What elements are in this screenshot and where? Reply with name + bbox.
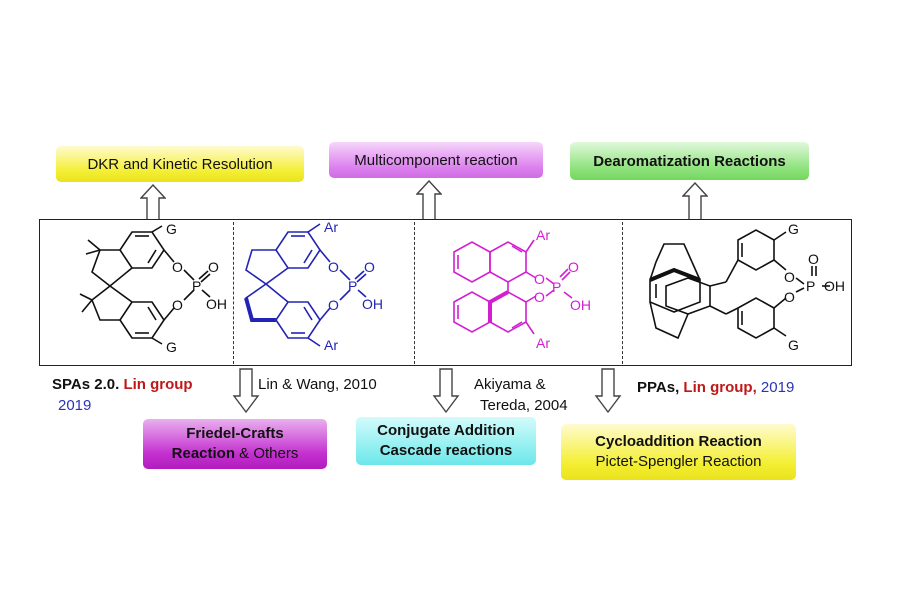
hydroxyl-label: OH (206, 296, 227, 312)
down-arrow-icon (232, 368, 260, 414)
oxygen-label: O (172, 297, 183, 313)
oxygen-label: O (784, 269, 795, 285)
dashed-divider (622, 222, 623, 364)
conjugate-line2: Cascade reactions (379, 442, 513, 459)
substituent-g: G (166, 339, 177, 355)
dearomatization-reactions-box: Dearomatization Reactions (570, 142, 809, 180)
ppa-structure: G G O O P O OH (649, 222, 845, 353)
dkr-label: DKR and Kinetic Resolution (87, 155, 273, 173)
cycloaddition-box: Cycloaddition Reaction Pictet-Spengler R… (561, 424, 796, 480)
spas-group: Lin group (123, 376, 193, 393)
friedel-crafts-line1: Friedel-Crafts (186, 425, 284, 442)
substituent-ar: Ar (324, 337, 338, 353)
phosphorus-label: P (192, 278, 201, 294)
spa-structure: G G O O P O OH (79, 222, 227, 355)
oxygen-label: O (208, 259, 219, 275)
akiyama-caption-line1: Akiyama & (474, 376, 546, 393)
substituent-ar: Ar (536, 227, 550, 243)
structure-strip (39, 219, 852, 366)
oxygen-label: O (328, 259, 339, 275)
phosphorus-label: P (348, 278, 357, 294)
cycloaddition-line2: Pictet-Spengler Reaction (595, 453, 762, 470)
oxygen-label: O (808, 251, 819, 267)
oxygen-label: O (534, 289, 545, 305)
spas-caption: SPAs 2.0. Lin group (52, 376, 193, 394)
substituent-ar: Ar (536, 335, 550, 351)
conjugate-addition-box: Conjugate Addition Cascade reactions (356, 417, 536, 465)
oxygen-label: O (328, 297, 339, 313)
up-arrow-icon (682, 182, 708, 222)
dashed-divider (414, 222, 415, 364)
akiyama-caption-line2: Tereda, 2004 (480, 397, 568, 414)
substituent-g: G (166, 222, 177, 237)
ppas-year: 2019 (760, 379, 795, 396)
binol-structure: Ar Ar O O P O OH (453, 227, 591, 351)
substituent-ar: Ar (324, 222, 338, 235)
spas-year: 2019 (58, 397, 92, 414)
lin-wang-caption: Lin & Wang, 2010 (258, 376, 377, 393)
hydroxyl-label: OH (570, 297, 591, 313)
substituent-g: G (788, 337, 799, 353)
down-arrow-icon (594, 368, 622, 414)
substituent-g: G (788, 222, 799, 237)
multicomponent-reaction-box: Multicomponent reaction (329, 142, 543, 178)
phosphorus-label: P (552, 279, 561, 295)
dashed-divider (233, 222, 234, 364)
ppas-label: PPAs, (637, 379, 680, 396)
up-arrow-icon (140, 184, 166, 222)
conjugate-line1: Conjugate Addition (377, 422, 515, 439)
dearomatization-label: Dearomatization Reactions (593, 152, 786, 170)
friedel-crafts-line2: Reaction & Others (171, 445, 299, 462)
hydroxyl-label: OH (362, 296, 383, 312)
down-arrow-icon (432, 368, 460, 414)
multicomponent-label: Multicomponent reaction (354, 151, 518, 169)
ppas-group: Lin group, (683, 379, 757, 396)
friedel-crafts-box: Friedel-Crafts Reaction & Others (143, 419, 327, 469)
spas-label: SPAs 2.0. (52, 376, 120, 393)
dkr-kinetic-resolution-box: DKR and Kinetic Resolution (56, 146, 304, 182)
ppas-caption: PPAs, Lin group, 2019 (637, 379, 794, 397)
oxygen-label: O (172, 259, 183, 275)
spinol-structure: Ar Ar O O P O OH (244, 222, 383, 353)
up-arrow-icon (416, 180, 442, 222)
phosphorus-label: P (806, 278, 815, 294)
oxygen-label: O (784, 289, 795, 305)
oxygen-label: O (568, 259, 579, 275)
oxygen-label: O (364, 259, 375, 275)
hydroxyl-label: OH (824, 278, 845, 294)
cycloaddition-line1: Cycloaddition Reaction (595, 433, 762, 450)
oxygen-label: O (534, 271, 545, 287)
